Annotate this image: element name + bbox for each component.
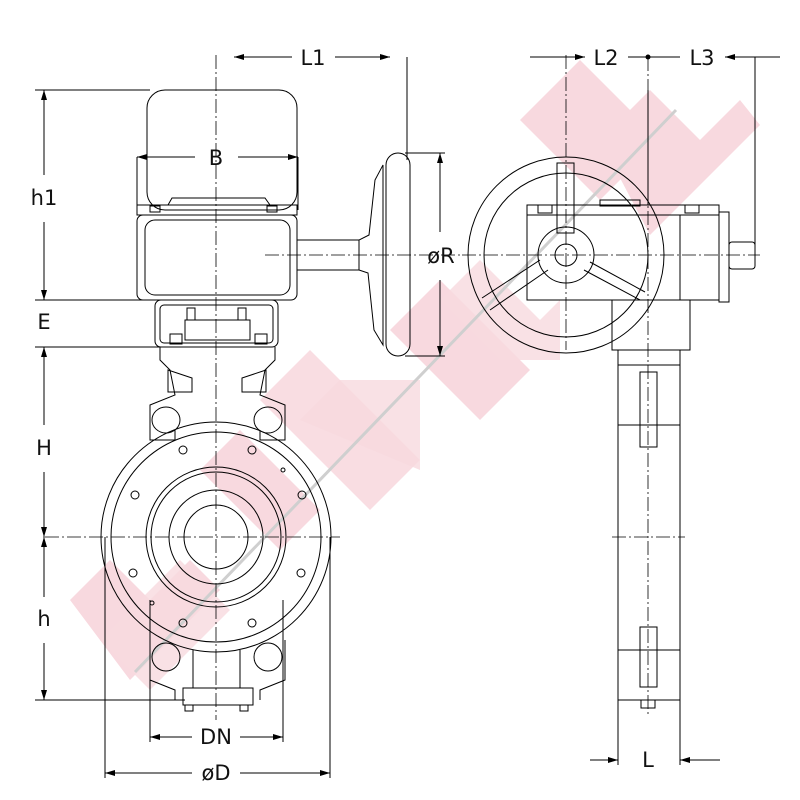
dim-label-H: H [36,436,52,460]
handwheel-spoke [556,162,575,234]
dim-label-r: øR [427,244,454,268]
gearbox-housing [136,214,298,301]
handwheel-side [385,152,411,357]
watermark [70,60,760,690]
front-view [45,55,460,720]
actuator-cover [146,89,298,211]
side-view [462,55,760,715]
output-shaft [728,241,756,270]
watermark-line [133,108,678,674]
dim-label-dn: DN [200,725,232,749]
dim-label-b: B [209,146,223,170]
yoke [154,299,279,348]
dim-label-e: E [37,310,50,334]
dimension-lines [35,54,780,778]
dim-label-h: h [37,607,50,631]
bolt-holes [128,445,307,628]
dim-label-l2: L2 [593,46,618,70]
valve-foot [182,687,254,706]
dim-label-d: øD [201,761,230,785]
valve-body-side [617,349,681,701]
dim-label-l: L [642,748,654,772]
dim-label-h1: h1 [31,186,58,210]
dim-label-l1: L1 [300,46,325,70]
dim-label-l3: L3 [689,46,714,70]
